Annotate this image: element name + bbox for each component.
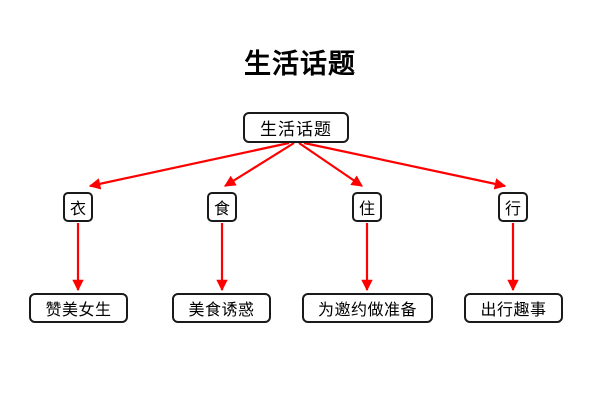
node-leaf-weiyaoyuezuozhunbei[interactable]: 为邀约做准备 <box>302 293 433 323</box>
edge-root-to-zhu <box>298 142 363 187</box>
edge-root-to-shi <box>224 142 295 187</box>
diagram-title: 生活话题 <box>244 49 356 80</box>
node-branch-xing[interactable]: 行 <box>498 192 528 222</box>
node-branch-shi[interactable]: 食 <box>207 192 237 222</box>
edge-root-to-xing <box>303 141 507 190</box>
node-branch-zhu[interactable]: 住 <box>352 192 382 222</box>
node-leaf-zanmeinusheng[interactable]: 赞美女生 <box>29 293 128 323</box>
node-branch-yi[interactable]: 衣 <box>63 192 93 222</box>
edge-root-to-yi <box>88 141 290 190</box>
node-root[interactable]: 生活话题 <box>243 112 349 143</box>
node-leaf-chuxingqushi[interactable]: 出行趣事 <box>464 293 563 323</box>
node-leaf-meishiyouhuo[interactable]: 美食诱惑 <box>172 293 271 323</box>
